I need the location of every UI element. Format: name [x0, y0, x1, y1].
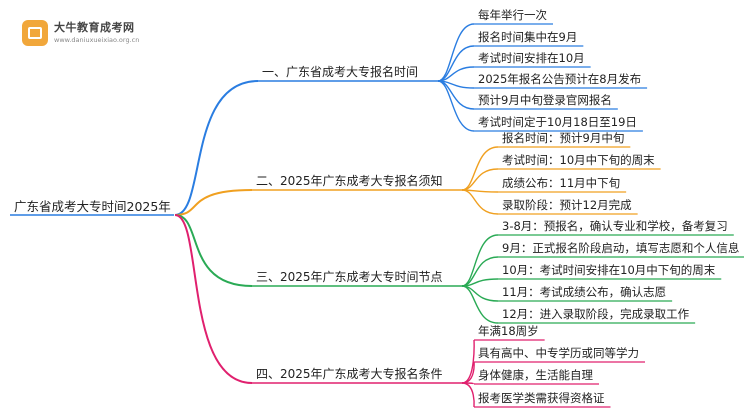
leaf-connector: [461, 285, 499, 324]
leaf-connector: [461, 234, 499, 287]
logo-url: www.daniuxueixiao.org.cn: [54, 36, 140, 44]
leaf-label: 11月：考试成绩公布，确认志愿: [502, 285, 666, 299]
leaf-label: 报名时间集中在9月: [478, 30, 577, 44]
logo-book-icon: [22, 20, 48, 46]
leaf-connector: [461, 146, 499, 191]
branch-label: 三、2025年广东成考大专时间节点: [256, 269, 443, 284]
leaf-label: 2025年报名公告预计在8月发布: [478, 72, 641, 86]
leaf-connector: [461, 382, 475, 408]
leaf-label: 报考医学类需获得资格证: [478, 391, 605, 405]
leaf-label: 每年举行一次: [478, 8, 547, 22]
branch-connector: [174, 80, 259, 216]
leaf-label: 9月：正式报名阶段启动，填写志愿和个人信息: [502, 241, 739, 255]
branch-connector: [174, 214, 253, 384]
leaf-connector: [437, 80, 475, 132]
branch-connector: [174, 214, 253, 287]
leaf-label: 考试时间安排在10月: [478, 51, 585, 65]
leaf-label: 成绩公布：11月中下旬: [502, 176, 620, 190]
leaf-label: 报名时间：预计9月中旬: [502, 131, 624, 145]
leaf-label: 考试时间：10月中下旬的周末: [502, 153, 655, 167]
root-topic: 广东省成考大专时间2025年: [14, 199, 171, 214]
leaf-label: 10月：考试时间安排在10月中下旬的周末: [502, 263, 716, 277]
leaf-label: 年满18周岁: [478, 324, 539, 338]
site-logo: 大牛教育成考网 www.daniuxueixiao.org.cn: [22, 14, 139, 50]
leaf-label: 12月：进入录取阶段，完成录取工作: [502, 307, 690, 321]
leaf-label: 考试时间定于10月18日至19日: [478, 115, 637, 129]
branch-label: 一、广东省成考大专报名时间: [262, 64, 418, 79]
leaf-connector: [437, 45, 475, 82]
leaf-label: 录取阶段：预计12月完成: [502, 198, 632, 212]
leaf-label: 身体健康，生活能自理: [478, 368, 593, 382]
logo-title: 大牛教育成考网: [54, 21, 135, 34]
branch-label: 四、2025年广东成考大专报名条件: [256, 366, 443, 381]
leaf-label: 具有高中、中专学历或同等学力: [478, 346, 639, 360]
branch-label: 二、2025年广东成考大专报名须知: [256, 173, 443, 188]
branch-connector: [174, 189, 253, 216]
leaf-connector: [461, 339, 475, 384]
leaf-label: 预计9月中旬登录官网报名: [478, 93, 612, 107]
leaf-connector: [461, 189, 499, 215]
leaf-label: 3-8月：预报名，确认专业和学校，备考复习: [502, 219, 728, 233]
